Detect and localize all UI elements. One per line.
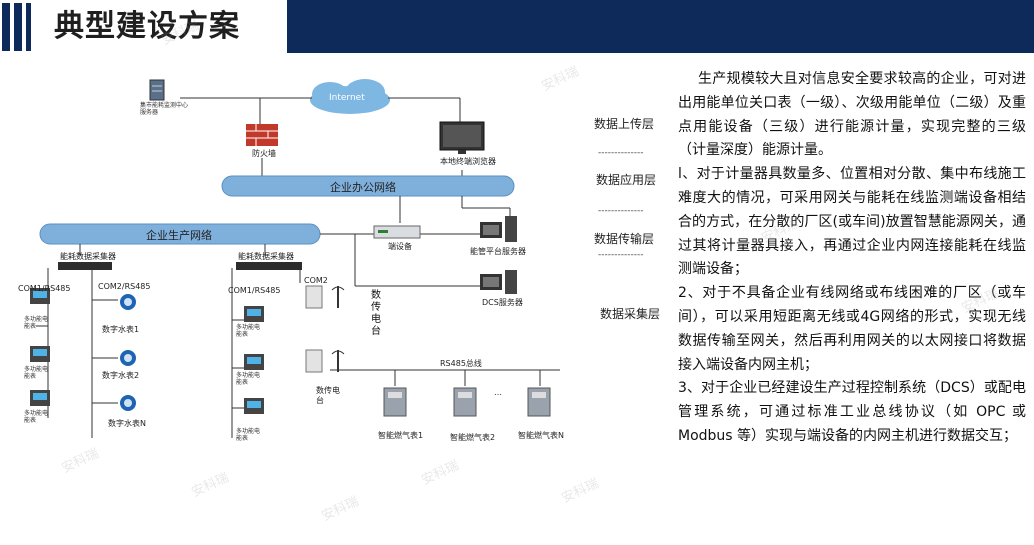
header-title-block xyxy=(0,0,287,53)
header-accent-bar xyxy=(26,3,31,51)
layer-label: 数据上传层 xyxy=(594,117,655,131)
electric-meter-icon xyxy=(244,306,264,322)
electric-meter-icon xyxy=(30,390,50,406)
monitor-icon xyxy=(439,121,485,154)
platform-server-icon xyxy=(480,216,517,242)
energy-server-label: 能管平台服务器 xyxy=(470,247,526,256)
layer-separator: -------------- xyxy=(598,250,644,260)
water-meter-icon xyxy=(120,395,136,411)
page-title: 典型建设方案 xyxy=(54,9,240,44)
gas-meter-label: 智能燃气表1 xyxy=(378,431,424,440)
diagram-lines xyxy=(30,79,560,438)
layer-label: 数据采集层 xyxy=(600,307,661,321)
water-meter-icon xyxy=(120,294,136,310)
terminal-device-icon xyxy=(373,225,421,239)
meter-label: 多功能电 能表 xyxy=(236,428,261,442)
electric-meter-icon xyxy=(30,288,50,304)
meter-label: 多功能电 能表 xyxy=(24,316,49,330)
description-panel: 生产规模较大且对信息安全要求较高的企业，可对进出用能单位关口表（一级）、次级用能… xyxy=(678,68,1026,449)
terminal-device-label: 端设备 xyxy=(388,242,412,251)
browser-label: 本地终端浏览器 xyxy=(440,157,496,166)
item-2-paragraph: 2、对于不具备企业有线网络或布线困难的厂区（或车间），可以采用短距离无线或4G网… xyxy=(678,285,1026,373)
collector-icon xyxy=(236,262,302,270)
radio-antenna-icon xyxy=(305,285,345,309)
collector-label: 能耗数据采集器 xyxy=(60,252,116,261)
com-label: COM2/RS485 xyxy=(98,282,151,291)
dtu-label: 数传电 台 xyxy=(316,386,340,405)
electric-meter-icon xyxy=(30,346,50,362)
com-label: COM2 xyxy=(304,276,328,285)
intro-paragraph: 生产规模较大且对信息安全要求较高的企业，可对进出用能单位关口表（一级）、次级用能… xyxy=(678,71,1026,159)
ellipsis: … xyxy=(494,388,502,397)
internet-label: Internet xyxy=(329,93,365,103)
collector-icon xyxy=(58,262,112,270)
water-meter-label: 数字水表2 xyxy=(102,371,140,380)
city-center-label: 集市能耗监测中心 服务器 xyxy=(140,102,189,116)
layer-label: 数据传输层 xyxy=(594,232,655,246)
dtu-label-vertical: 数传电台 xyxy=(371,290,381,337)
dcs-server-icon xyxy=(480,270,517,294)
water-meter-icon xyxy=(120,350,136,366)
item-3-paragraph: 3、对于企业已经建设生产过程控制系统（DCS）或配电管理系统，可通过标准工业总线… xyxy=(678,380,1026,444)
water-meter-label: 数字水表1 xyxy=(102,325,140,334)
production-network-label: 企业生产网络 xyxy=(146,229,212,242)
header-accent-bar xyxy=(14,3,22,51)
gas-meter-icon xyxy=(383,387,407,417)
rs485-bus-label: RS485总线 xyxy=(440,359,482,368)
meter-label: 多功能电 能表 xyxy=(236,324,261,338)
layer-separator: -------------- xyxy=(598,148,644,158)
gas-meter-icon xyxy=(527,387,551,417)
dcs-server-label: DCS服务器 xyxy=(482,298,523,307)
meter-label: 多功能电 能表 xyxy=(236,372,261,386)
internet-cloud-icon xyxy=(310,79,390,114)
architecture-diagram: Internet 集市能耗监测中心 服务器 防火墙 本地终端浏览器 企业办公网络… xyxy=(0,58,668,545)
layer-label: 数据应用层 xyxy=(596,173,657,187)
firewall-icon xyxy=(246,124,278,146)
header-bar: 典型建设方案 xyxy=(0,0,1034,53)
electric-meter-icon xyxy=(244,398,264,414)
radio-antenna-icon xyxy=(305,349,345,373)
electric-meter-icon xyxy=(244,354,264,370)
meter-label: 多功能电 能表 xyxy=(24,366,49,380)
water-meter-label: 数字水表N xyxy=(108,419,146,428)
item-1-paragraph: l、对于计量器具数量多、位置相对分散、集中布线施工难度大的情况，可采用网关与能耗… xyxy=(678,166,1026,278)
office-network-label: 企业办公网络 xyxy=(330,181,396,194)
gas-meter-label: 智能燃气表N xyxy=(518,431,564,440)
header-accent-bar xyxy=(2,3,10,51)
gas-meter-label: 智能燃气表2 xyxy=(450,433,496,442)
city-server-icon xyxy=(149,79,165,101)
gas-meter-icon xyxy=(453,387,477,417)
layer-separator: -------------- xyxy=(598,206,644,216)
meter-label: 多功能电 能表 xyxy=(24,410,49,424)
com-label: COM1/RS485 xyxy=(18,284,71,293)
collector-label: 能耗数据采集器 xyxy=(238,252,294,261)
firewall-label: 防火墙 xyxy=(252,149,276,158)
com-label: COM1/RS485 xyxy=(228,286,281,295)
